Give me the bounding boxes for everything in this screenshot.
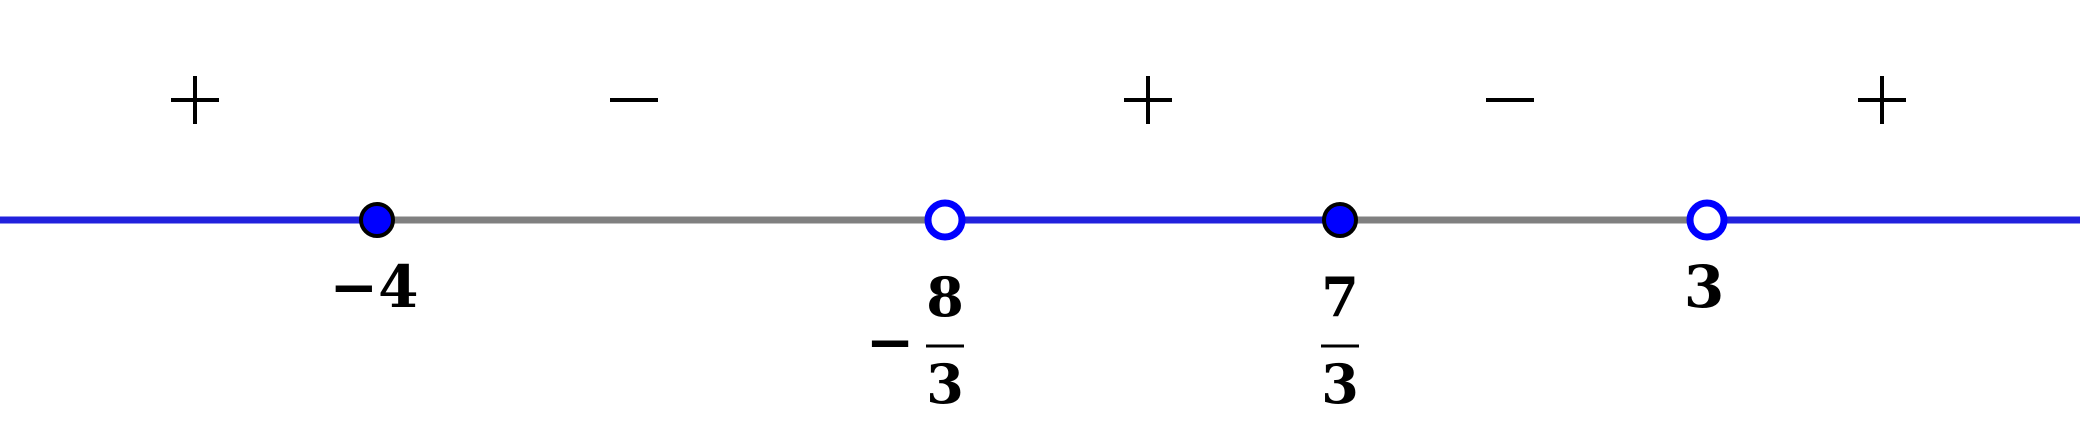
- open-point-4: [1686, 199, 1728, 241]
- fraction-sign-2: −: [866, 308, 915, 376]
- point-label-1: −4: [330, 253, 419, 321]
- fraction-denominator-3: 3: [1321, 352, 1359, 416]
- closed-point-3: [1322, 202, 1358, 238]
- fraction-numerator-3: 7: [1321, 265, 1359, 329]
- point-label-4: 3: [1684, 253, 1724, 321]
- fraction-denominator-2: 3: [926, 352, 964, 416]
- interval-sign-1: +: [171, 76, 219, 124]
- closed-point-1: [359, 202, 395, 238]
- interval-sign-5: +: [1858, 76, 1906, 124]
- interval-sign-3: +: [1124, 76, 1172, 124]
- interval-sign-2: −: [610, 98, 658, 102]
- open-point-2: [924, 199, 966, 241]
- fraction-numerator-2: 8: [926, 265, 964, 329]
- interval-sign-4: −: [1486, 98, 1534, 102]
